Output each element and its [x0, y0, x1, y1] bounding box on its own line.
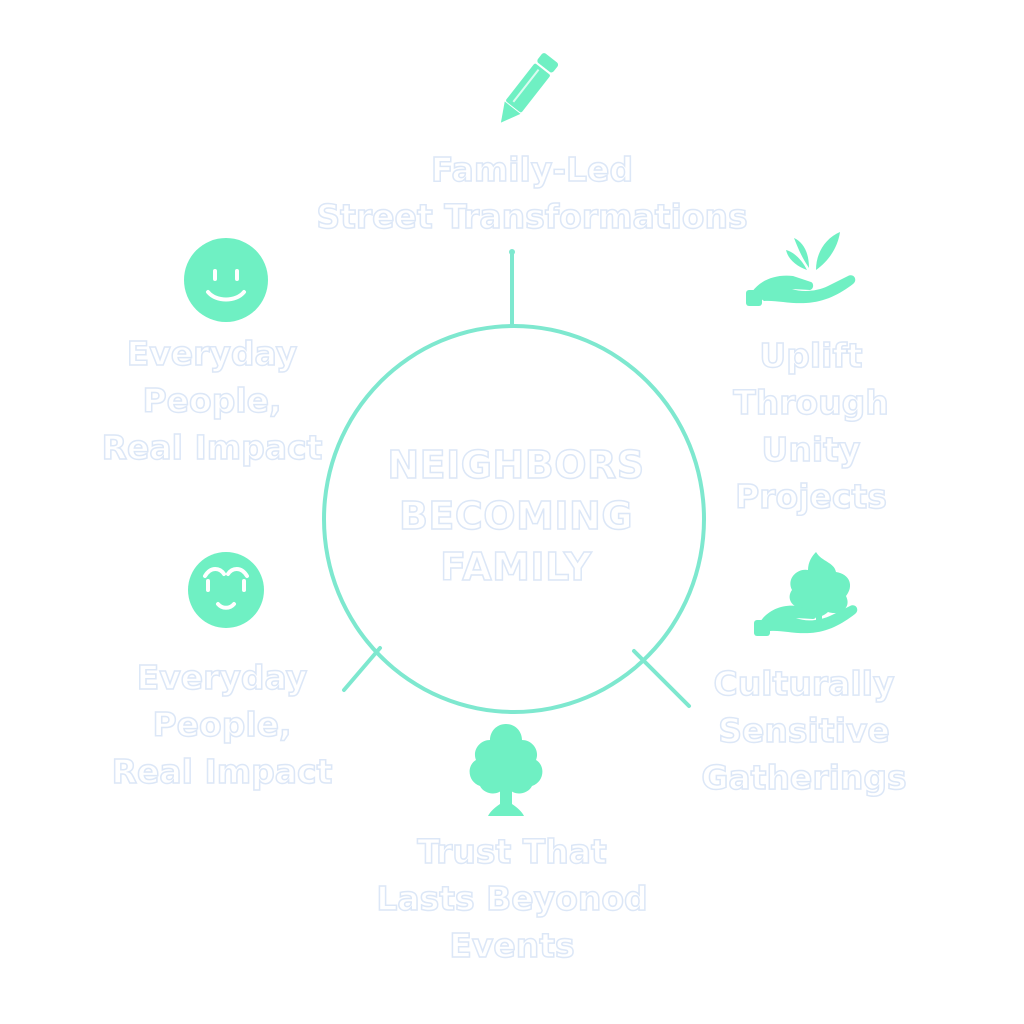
- node-label-unity-projects: Uplift Through Unity Projects: [732, 335, 889, 517]
- connector-bottom-left: [342, 646, 382, 692]
- center-title: NEIGHBORS BECOMING FAMILY: [387, 442, 645, 590]
- node-label-lasting-trust: Trust That Lasts Beyonod Events: [376, 831, 649, 966]
- node-label-real-impact-lower: Everyday People, Real Impact: [111, 657, 333, 792]
- tree-icon: [462, 722, 550, 818]
- node-label-street-transformations: Family-Led Street Transformations: [316, 149, 749, 237]
- center-circle: [322, 324, 706, 714]
- hand-tree-icon: [754, 550, 864, 638]
- hand-sprout-icon: [746, 226, 860, 310]
- node-label-cultural-gatherings: Culturally Sensitive Gatherings: [701, 663, 908, 798]
- person-face-icon: [186, 550, 266, 630]
- node-label-real-impact-upper: Everyday People, Real Impact: [101, 333, 323, 468]
- pencil-icon: [488, 42, 568, 134]
- connector-top-end: [509, 249, 515, 255]
- smiley-face-icon: [182, 236, 270, 324]
